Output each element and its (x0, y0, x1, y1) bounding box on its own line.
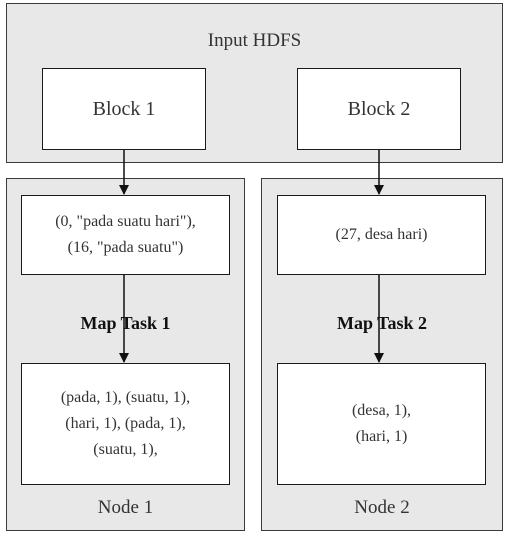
node-1-output-text: (pada, 1), (suatu, 1), (hari, 1), (pada,… (60, 389, 191, 458)
node-2-input-records: (27, desa hari) (277, 195, 486, 275)
node-1-input-records-text: (0, "pada suatu hari"), (16, "pada suatu… (55, 213, 196, 256)
map-task-2-label: Map Task 2 (336, 313, 428, 333)
node-1-output: (pada, 1), (suatu, 1), (hari, 1), (pada,… (21, 363, 230, 485)
node-2-input-records-text: (27, desa hari) (335, 226, 428, 243)
node-2-output: (desa, 1), (hari, 1) (277, 363, 486, 485)
block-2: Block 2 (297, 68, 461, 150)
block-1: Block 1 (42, 68, 206, 150)
block-1-label: Block 1 (92, 97, 156, 120)
node-2-label: Node 2 (354, 497, 410, 518)
block-2-label: Block 2 (347, 97, 411, 120)
node-1-label: Node 1 (97, 497, 154, 518)
map-task-1-label: Map Task 1 (80, 313, 171, 333)
node-2-output-text: (desa, 1), (hari, 1) (351, 402, 412, 445)
input-hdfs-title: Input HDFS (207, 30, 302, 51)
node-1-input-records: (0, "pada suatu hari"), (16, "pada suatu… (21, 195, 230, 275)
